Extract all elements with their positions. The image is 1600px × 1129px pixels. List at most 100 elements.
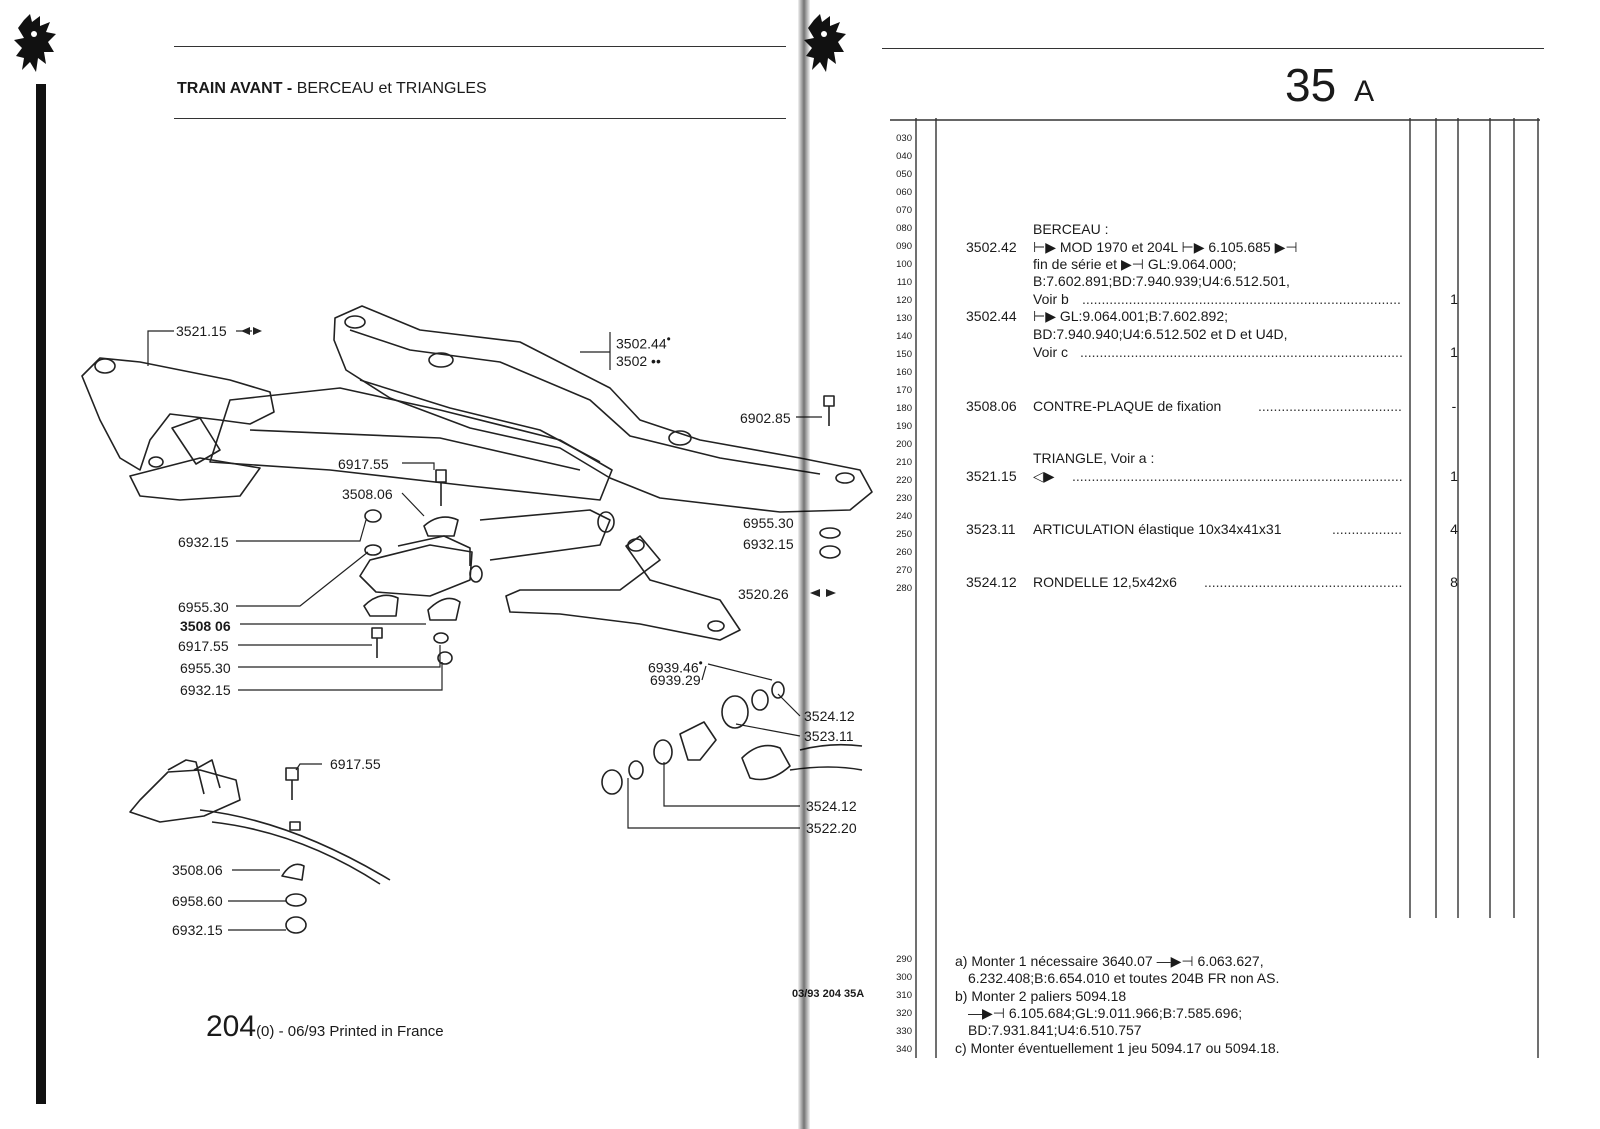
label-3502-44: 3502.44•: [616, 332, 671, 352]
part-desc-line: ⊢▶ MOD 1970 et 204L ⊢▶ 6.105.685 ▶⊣: [1033, 239, 1298, 256]
part-qty: 8: [1450, 574, 1458, 590]
part-desc-line: ◁▶: [1033, 468, 1055, 485]
header-rule-top-right: [882, 48, 1544, 49]
label-3502-text: 3502: [616, 353, 648, 369]
page-edge-bar: [36, 84, 46, 1104]
line-number: 040: [896, 151, 912, 162]
part-ref: 3521.15: [966, 468, 1017, 484]
note-b-line1: b) Monter 2 paliers 5094.18: [955, 988, 1127, 1004]
leader-dots: .....................: [1332, 521, 1402, 537]
line-number: 340: [896, 1044, 912, 1055]
footer-model: 204: [206, 1010, 257, 1043]
line-number: 300: [896, 972, 912, 983]
line-number: 320: [896, 1008, 912, 1019]
part-ref: 3508.06: [966, 398, 1017, 414]
line-number: 310: [896, 990, 912, 1001]
label-6932-15-c: 6932.15: [180, 682, 231, 698]
part-desc-text: MOD 1970 et 204L: [1059, 239, 1178, 255]
line-number: 240: [896, 511, 912, 522]
header-rule-bottom-left: [174, 118, 786, 119]
part-desc-line: ARTICULATION élastique 10x34x41x31: [1033, 521, 1282, 537]
label-6939-46-mark: •: [698, 657, 703, 670]
line-number: 280: [896, 583, 912, 594]
label-3521-15: 3521.15: [176, 323, 227, 339]
arrow-end-icon: —▶⊣: [968, 1005, 1005, 1021]
left-triangle-arm-shape: [81, 357, 275, 471]
line-number: 270: [896, 565, 912, 576]
label-6902-85: 6902.85: [740, 410, 791, 426]
note-b-line3: BD:7.931.841;U4:6.510.757: [968, 1022, 1142, 1038]
leader-dots: ........................................…: [1072, 468, 1402, 484]
line-number: 260: [896, 547, 912, 558]
label-3508-06-c: 3508.06: [172, 862, 223, 878]
part-ref: 3502.44: [966, 308, 1017, 324]
leader-dots: ........................................…: [1204, 574, 1402, 590]
label-6939-46-text: 6939.46: [648, 659, 699, 676]
label-3502: 3502 ••: [616, 353, 661, 369]
arrow-end-icon: ▶⊣: [1274, 239, 1298, 255]
label-6958-60: 6958.60: [172, 893, 223, 909]
part-desc-line: B:7.602.891;BD:7.940.939;U4:6.512.501,: [1033, 273, 1290, 289]
part-qty: 4: [1450, 521, 1458, 537]
header-rule-top-left: [174, 46, 786, 47]
label-3524-12-a: 3524.12: [804, 708, 855, 724]
crossmember-shape: [333, 305, 873, 513]
right-triangle-arm-shape: [505, 535, 741, 641]
part-ref: 3502.42: [966, 239, 1017, 255]
parts-table-frame: [890, 118, 1540, 1058]
line-number: 110: [896, 277, 912, 288]
note-text: 6.105.684;GL:9.011.966;B:7.585.696;: [1008, 1005, 1243, 1021]
line-number: 330: [896, 1026, 912, 1037]
line-number: 220: [896, 475, 912, 486]
part-desc-text: GL:9.064.001;B:7.602.892;: [1059, 308, 1228, 324]
label-6955-30-c: 6955.30: [180, 660, 231, 676]
label-6932-15-b: 6932.15: [743, 536, 794, 552]
line-number: 210: [896, 457, 912, 468]
part-qty: -: [1451, 398, 1457, 414]
line-number: 090: [896, 241, 912, 252]
note-a-line2: 6.232.408;B:6.654.010 et toutes 204B FR …: [968, 970, 1280, 986]
line-number: 120: [896, 295, 912, 306]
line-number: 070: [896, 205, 912, 216]
note-text: a) Monter 1 nécessaire 3640.07: [955, 953, 1153, 969]
page-number-value: 35: [1285, 59, 1337, 111]
line-number: 150: [896, 349, 912, 360]
label-6955-30-a: 6955.30: [743, 515, 794, 531]
part-qty: 1: [1450, 468, 1458, 484]
label-3508-06-b: 3508 06: [180, 618, 231, 634]
footer-mid-code: 03/93 204 35A: [792, 988, 865, 1000]
peugeot-lion-logo-right: [804, 14, 846, 72]
line-number: 250: [896, 529, 912, 540]
part-qty: 1: [1450, 344, 1458, 360]
line-number: 170: [896, 385, 912, 396]
label-3502-mark: ••: [651, 353, 661, 369]
line-number: 290: [896, 954, 912, 965]
arrow-end-icon: —▶⊣: [1156, 953, 1194, 969]
part-desc-line: fin de série et ▶⊣ GL:9.064.000;: [1033, 256, 1237, 273]
label-3508-06-a: 3508.06: [342, 486, 393, 502]
leader-dots: ........................................…: [1080, 344, 1402, 360]
note-text: 6.063.627,: [1197, 953, 1264, 969]
line-number: 160: [896, 367, 912, 378]
line-number: 200: [896, 439, 912, 450]
line-number: 230: [896, 493, 912, 504]
section-title-rest: BERCEAU et TRIANGLES: [296, 80, 487, 97]
label-3523-11: 3523.11: [804, 728, 854, 744]
line-number: 050: [896, 169, 912, 180]
arrow-end-icon: ▶⊣: [1120, 256, 1144, 272]
line-number: 080: [896, 223, 912, 234]
exploded-parts-diagram: [81, 305, 873, 934]
leader-dots: ........................................…: [1082, 291, 1402, 307]
leader-dots: ........................................…: [1258, 398, 1402, 414]
page-number-suffix: A: [1354, 75, 1375, 108]
label-6955-30-b: 6955.30: [178, 599, 229, 615]
label-6932-15-a: 6932.15: [178, 534, 229, 550]
note-b-line2: —▶⊣ 6.105.684;GL:9.011.966;B:7.585.696;: [968, 1005, 1242, 1022]
label-3522-20: 3522.20: [806, 820, 857, 836]
line-number: 180: [896, 403, 912, 414]
part-qty: 1: [1450, 291, 1458, 307]
line-number: 190: [896, 421, 912, 432]
label-3502-44-mark: •: [666, 333, 671, 346]
part-ref: 3524.12: [966, 574, 1017, 590]
detail-bracket-shape: [129, 769, 241, 823]
